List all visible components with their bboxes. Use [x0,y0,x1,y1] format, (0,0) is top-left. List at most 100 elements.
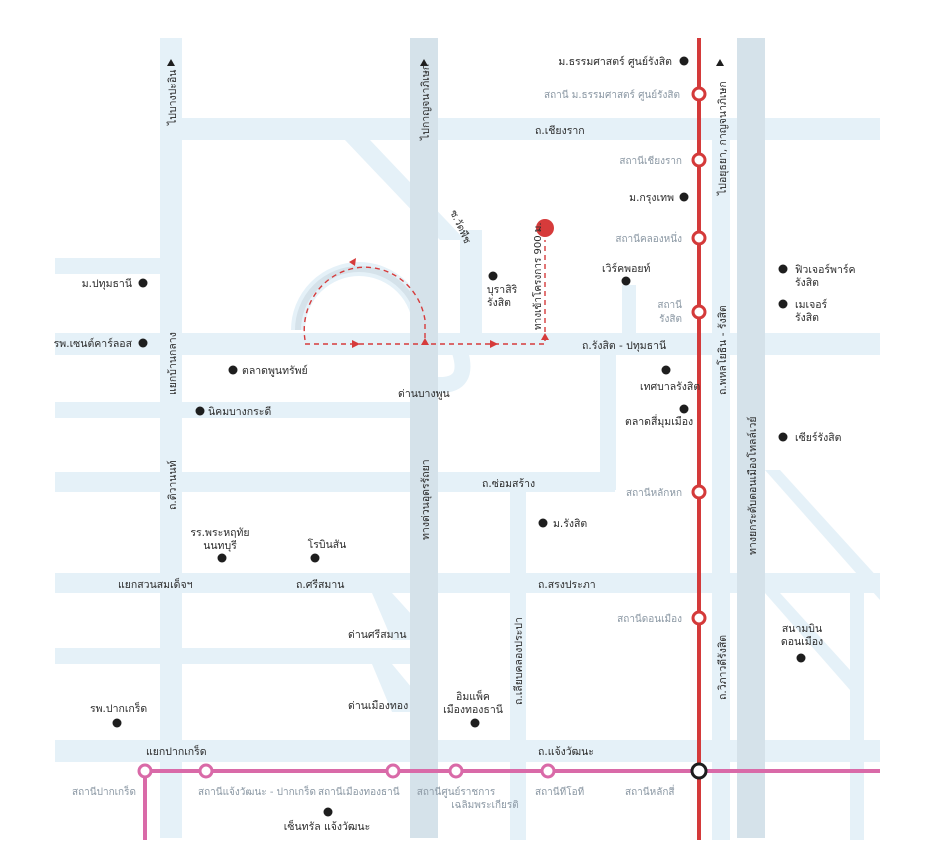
label-poi-mueang-thong-toll: ด่านเมืองทอง [348,699,408,712]
label-bang-phun-junction: แยกบ้านกลาง [167,332,179,395]
label-station-tot: สถานีทีโอที [535,785,584,798]
station-pak-kret[interactable] [137,763,153,779]
pink-line-stations [137,763,556,779]
label-poi-burasiri-2: รังสิต [487,297,511,309]
road-chaeng-watthana [55,740,880,762]
road-phahonyothin [712,140,730,840]
label-to-ayutthaya: ไปอยุธยา, กาญจนาภิเษก [716,81,729,196]
station-don-mueang[interactable] [691,610,707,626]
project-location-marker [536,219,554,237]
label-poi-krungthep: ม.กรุงเทพ [629,192,674,204]
label-sanam-bin-junction: แยกสวนสมเด็จฯ [118,577,193,591]
station-chiang-rak[interactable] [691,152,707,168]
label-khlong-prapa: ถ.เลียบคลองประปา [512,617,525,705]
road-diagonal-east [765,470,880,600]
road-worldpoint [622,285,636,335]
road-chom-sang [55,472,615,492]
label-to-bang-pa-in: ไปบางปะอิน [166,70,179,126]
label-poi-tesaban: เทศบาลรังสิต [640,381,700,393]
label-station-government-2: เฉลิมพระเกียรติ [451,799,518,811]
station-tot[interactable] [540,763,556,779]
label-phahonyothin: ถ.พหลโยธิน - รังสิต [716,305,729,395]
highway-udon-ratthaya [410,38,438,838]
label-poi-talad-si-mum: ตลาดสี่มุมเมือง [625,414,693,428]
station-khlong-nueng[interactable] [691,230,707,246]
label-poi-worldpoint: เวิร์คพอยท์ [602,262,651,275]
label-poi-airport-1: สนามบิน [782,623,822,635]
label-entrance: ทางเข้าโครงการ 900 ม. [531,222,544,330]
label-to-kanchanaphisek: ไปกาญจนาภิเษก [419,64,432,141]
label-udon-ratthaya: ทางด่วนอุดรรัถยา [420,459,432,540]
label-poi-major-1: เมเจอร์ [795,298,828,311]
road-mid-south [55,648,410,664]
label-poi-impact-2: เมืองทองธานี [443,703,503,716]
road-north-small [55,258,160,274]
label-poi-pathumthani-univ: ม.ปทุมธานี [82,277,132,290]
road-curve-bangphun [425,349,471,393]
arrow-up-icon [420,59,428,66]
label-station-lak-si: สถานีหลักสี่ [625,784,675,798]
road-tiwanon [160,38,182,838]
road-diagonal-north [345,140,465,240]
station-chaeng-watthana-pak-kret[interactable] [198,763,214,779]
road-si-saman [55,573,880,593]
label-station-lak-hok: สถานีหลักหก [626,487,682,499]
label-station-chaeng-watthana-pak-kret: สถานีแจ้งวัฒนะ - ปากเกร็ด [198,784,316,798]
label-poi-impact-1: อิมแพ็ค [456,689,490,703]
label-poi-burasiri-1: บุราสิริ [487,284,518,296]
label-poi-school-2: นนทบุรี [203,539,237,552]
arrow-up-icon [716,59,724,66]
label-station-rangsit-2: รังสิต [659,314,682,325]
station-rangsit[interactable] [691,304,707,320]
road-diagonal-mueang-thong [372,664,412,712]
label-chaeng-watthana: ถ.แจ้งวัฒนะ [538,746,594,758]
label-rangsit-pathum: ถ.รังสิต - ปทุมธานี [582,339,666,352]
station-government-complex[interactable] [448,763,464,779]
route-arrowheads [349,258,549,348]
highway-don-mueang-tollway [737,38,765,838]
label-poi-rangsit-univ: ม.รังสิต [553,518,587,530]
road-wiphawadi [850,575,864,840]
station-mueang-thong[interactable] [385,763,401,779]
label-poi-nikhom: นิคมบางกระดี [208,405,271,418]
road-chiang-rak [160,118,880,140]
label-song-prapa: ถ.สรงประภา [538,579,596,591]
station-lak-hok[interactable] [691,484,707,500]
road-diagonal-si-saman [372,593,412,640]
road-soi-wat [460,230,482,355]
arrow-up-icon [167,59,175,66]
label-poi-robinson: โรบินสัน [308,538,347,551]
label-don-mueang-tollway: ทางยกระดับดอนเมืองโทลล์เวย์ [746,416,759,555]
poi-dots [112,56,806,817]
label-poi-central: เซ็นทรัล แจ้งวัฒนะ [284,819,370,833]
label-poi-airport-2: ดอนเมือง [781,635,823,648]
road-khlong-prapa [510,480,526,840]
label-poi-future-park-2: รังสิต [795,277,819,289]
label-station-government-1: สถานีศูนย์ราชการ [417,786,496,798]
label-station-thammasat: สถานี ม.ธรรมศาสตร์ ศูนย์รังสิต [544,89,680,101]
station-thammasat[interactable] [691,86,707,102]
label-station-don-mueang: สถานีดอนเมือง [617,613,682,625]
road-loop [291,262,427,331]
label-poi-st-carlos: รพ.เซนต์คาร์ลอส [54,337,133,350]
label-poi-talad-phun: ตลาดพูนทรัพย์ [242,364,308,377]
access-route [303,240,546,345]
station-lak-si-interchange[interactable] [690,762,708,780]
label-wiphawadi: ถ.วิภาวดีรังสิต [716,635,729,700]
label-poi-school-1: รร.พระหฤทัย [190,527,249,539]
road-network [55,38,880,840]
label-poi-zeer: เซียร์รังสิต [795,431,842,444]
label-station-khlong-nueng: สถานีคลองหนึ่ง [615,231,682,245]
label-si-saman: ถ.ศรีสมาน [296,578,344,591]
label-bang-phun-toll: ด่านบางพูน [398,388,450,400]
label-station-rangsit-1: สถานี [657,299,682,311]
label-station-pak-kret: สถานีปากเกร็ด [72,784,136,798]
road-west-minor [55,402,410,418]
road-diagonal-southeast [765,593,850,690]
label-pak-kret-junction: แยกปากเกร็ด [146,744,207,758]
label-poi-si-saman-toll: ด่านศรีสมาน [348,628,407,641]
red-line-stations [691,86,707,626]
label-station-mueang-thong: สถานีเมืองทองธานี [318,786,400,798]
label-station-chiang-rak: สถานีเชียงราก [619,155,682,167]
